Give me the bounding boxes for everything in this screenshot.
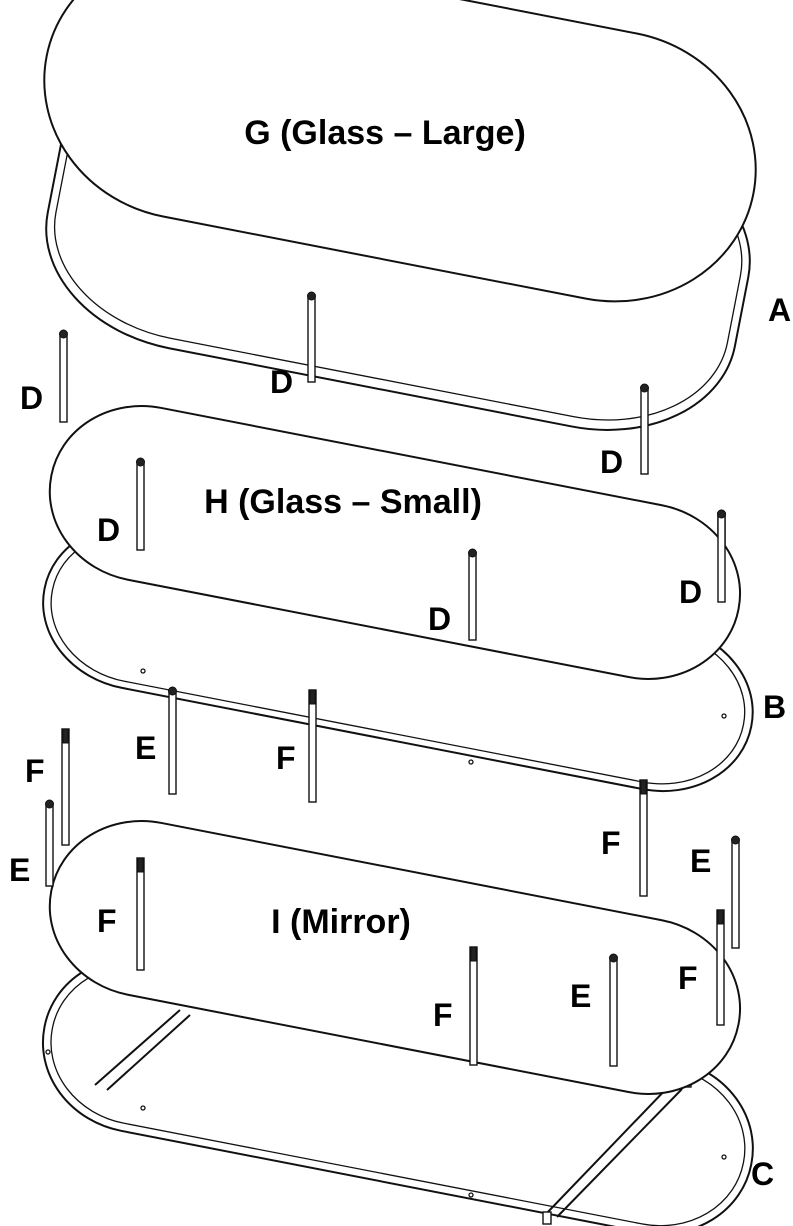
- panel-i-mirror: [48, 820, 742, 1095]
- panel-h-label: H (Glass – Small): [204, 483, 482, 521]
- label-d-6: D: [679, 574, 702, 610]
- rod-d-4-front: [468, 548, 477, 641]
- rod-d-3: [59, 329, 68, 423]
- label-f-2: F: [276, 740, 296, 776]
- rod-f-3: [639, 779, 648, 897]
- rod-e-4: [609, 953, 618, 1067]
- label-e-4: E: [570, 978, 591, 1014]
- panel-h-glass-small: [48, 405, 742, 680]
- label-f-5: F: [678, 960, 698, 996]
- panel-g-label: G (Glass – Large): [244, 114, 526, 152]
- label-e-1: E: [135, 730, 156, 766]
- rod-d-5-front: [717, 509, 726, 603]
- rod-f-6: [716, 909, 725, 1026]
- panel-g-glass-large: [43, 0, 757, 303]
- frame-a-label: A: [768, 292, 791, 328]
- panel-i-label: I (Mirror): [271, 903, 411, 941]
- label-e-3: E: [690, 843, 711, 879]
- label-e-2: E: [9, 852, 30, 888]
- label-f-3: F: [601, 825, 621, 861]
- label-d-4: D: [97, 512, 120, 548]
- rod-d-6: [136, 457, 145, 551]
- label-f-6: F: [433, 997, 453, 1033]
- rod-f-4: [136, 857, 145, 971]
- rod-e-1: [168, 686, 177, 795]
- label-d-5: D: [428, 601, 451, 637]
- label-f-4: F: [97, 903, 117, 939]
- rod-e-3: [45, 799, 54, 887]
- rod-f-5: [469, 946, 478, 1066]
- rod-e-2: [731, 835, 740, 949]
- label-d-2: D: [270, 364, 293, 400]
- frame-b-label: B: [763, 689, 786, 725]
- label-d-1: D: [20, 380, 43, 416]
- label-d-3: D: [600, 444, 623, 480]
- label-f-1: F: [25, 753, 45, 789]
- rod-f-2: [61, 728, 70, 846]
- rod-d-2: [640, 383, 649, 475]
- rod-d-1: [307, 291, 316, 383]
- rod-f-1: [308, 689, 317, 803]
- frame-c-label: C: [751, 1156, 774, 1192]
